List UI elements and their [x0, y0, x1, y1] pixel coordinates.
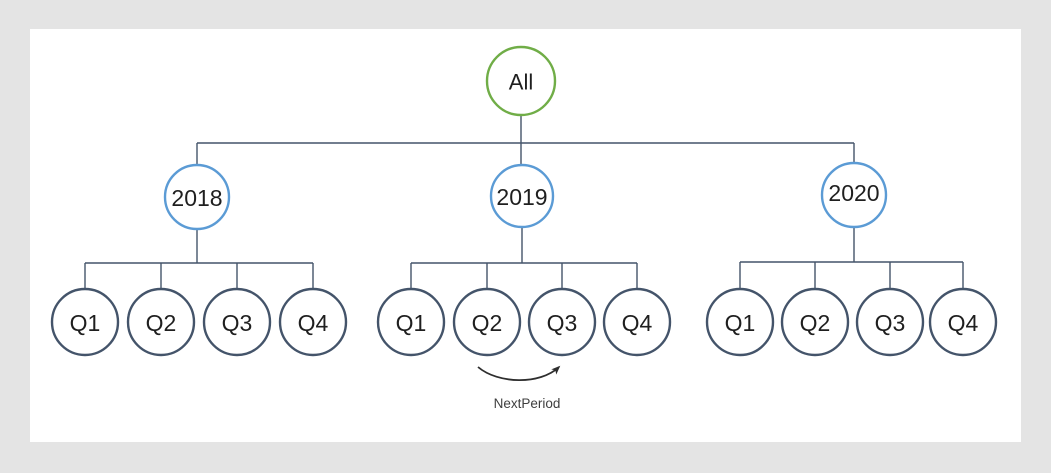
node-year-2018-label: 2018	[171, 185, 222, 211]
node-year-2018-circle	[163, 163, 231, 231]
node-2020-q4[interactable]: Q4	[928, 287, 998, 357]
node-2020-q4-label: Q4	[948, 310, 979, 336]
node-all-circle	[485, 45, 557, 117]
node-2018-q4-label: Q4	[298, 310, 329, 336]
node-2018-q2-label: Q2	[146, 310, 177, 336]
node-2018-q2-circle	[126, 287, 196, 357]
node-all-label: All	[509, 70, 533, 95]
node-2020-q2-circle	[780, 287, 850, 357]
node-2019-q1-circle	[376, 287, 446, 357]
node-2018-q4-circle	[278, 287, 348, 357]
next-period-arrow	[477, 365, 561, 382]
node-2020-q3[interactable]: Q3	[855, 287, 925, 357]
node-2018-q4[interactable]: Q4	[278, 287, 348, 357]
node-2020-q1-circle	[705, 287, 775, 357]
node-2019-q1-label: Q1	[396, 310, 427, 336]
node-2019-q2-circle	[452, 287, 522, 357]
node-year-2020[interactable]: 2020	[820, 161, 888, 229]
node-2018-q3-label: Q3	[222, 310, 253, 336]
node-all[interactable]: All	[485, 45, 557, 117]
node-2019-q3-circle	[527, 287, 597, 357]
node-2018-q2[interactable]: Q2	[126, 287, 196, 357]
node-2020-q3-label: Q3	[875, 310, 906, 336]
node-2019-q3[interactable]: Q3	[527, 287, 597, 357]
node-year-2019-circle	[489, 163, 555, 229]
node-2019-q2-label: Q2	[472, 310, 503, 336]
node-2020-q2-label: Q2	[800, 310, 831, 336]
node-2018-q3-circle	[202, 287, 272, 357]
node-2020-q2[interactable]: Q2	[780, 287, 850, 357]
node-2019-q4-circle	[602, 287, 672, 357]
node-2019-q4-label: Q4	[622, 310, 653, 336]
node-year-2019-label: 2019	[496, 184, 547, 210]
node-2019-q3-label: Q3	[547, 310, 578, 336]
next-period-label: NextPeriod	[494, 396, 561, 411]
node-year-2020-circle	[820, 161, 888, 229]
node-2020-q3-circle	[855, 287, 925, 357]
node-year-2019[interactable]: 2019	[489, 163, 555, 229]
node-2019-q1[interactable]: Q1	[376, 287, 446, 357]
node-year-2018[interactable]: 2018	[163, 163, 231, 231]
node-2020-q1[interactable]: Q1	[705, 287, 775, 357]
node-2020-q1-label: Q1	[725, 310, 756, 336]
node-2018-q1-circle	[50, 287, 120, 357]
node-2018-q3[interactable]: Q3	[202, 287, 272, 357]
node-2019-q4[interactable]: Q4	[602, 287, 672, 357]
node-year-2020-label: 2020	[828, 180, 879, 206]
node-2019-q2[interactable]: Q2	[452, 287, 522, 357]
node-2018-q1[interactable]: Q1	[50, 287, 120, 357]
node-2018-q1-label: Q1	[70, 310, 101, 336]
node-2020-q4-circle	[928, 287, 998, 357]
